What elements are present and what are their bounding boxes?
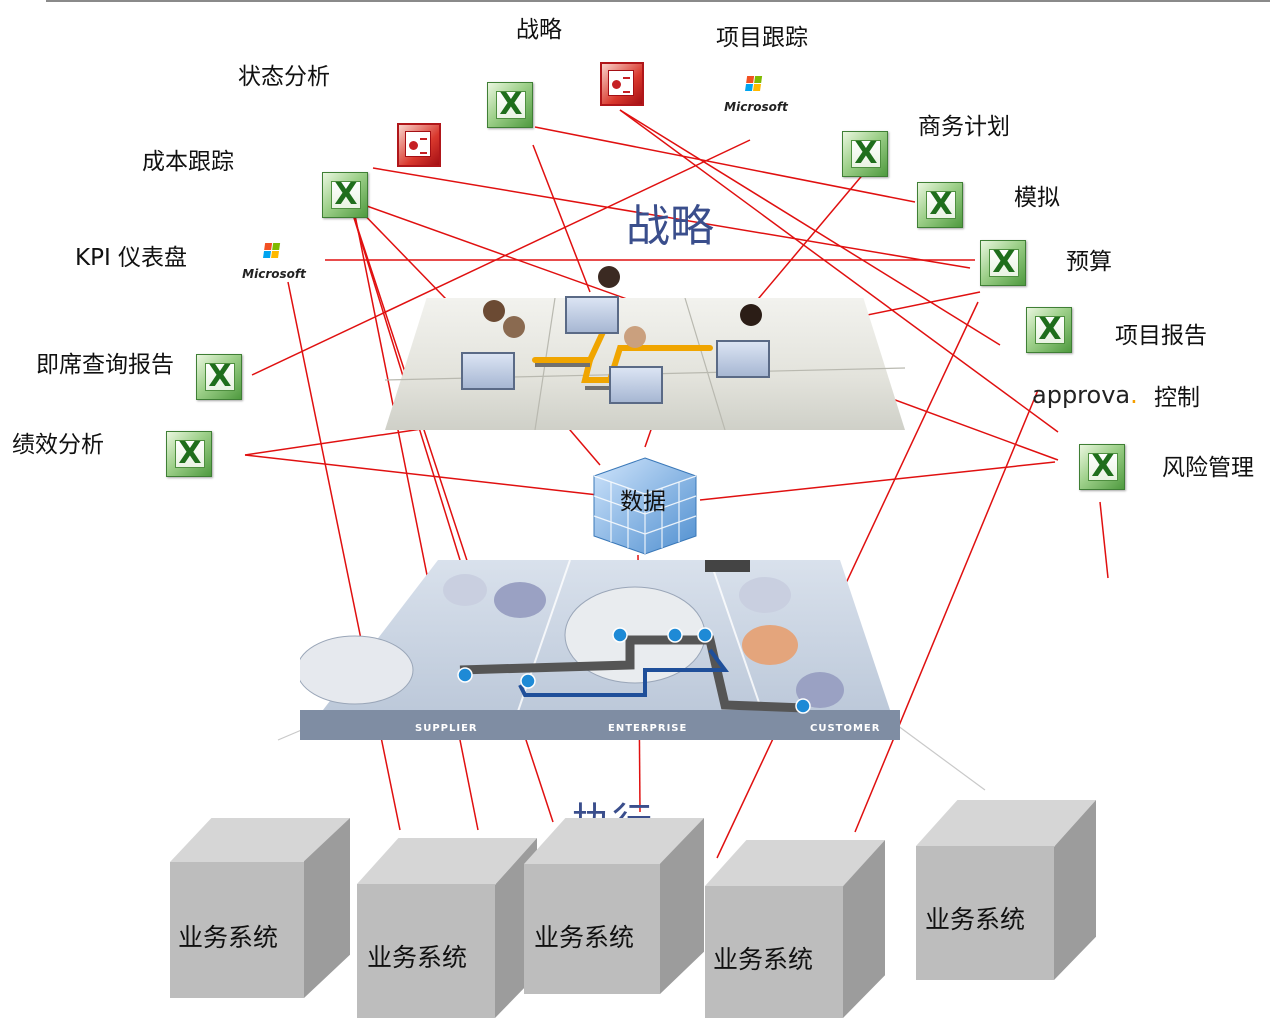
person (598, 266, 620, 288)
label-status-analysis: 状态分析 (238, 64, 330, 90)
microsoft-logo: Microsoft (234, 243, 314, 287)
platform-label-customer: CUSTOMER (810, 723, 881, 734)
business-system-label: 业务系统 (534, 923, 635, 952)
business-system-label: 业务系统 (713, 945, 814, 974)
excel-icon: X (917, 182, 963, 228)
strategy-heading: 战略 (626, 201, 714, 252)
excel-icon: X (980, 240, 1026, 286)
data-cube-icon (593, 457, 697, 555)
person (483, 300, 505, 322)
label-adhoc-report: 即席查询报告 (36, 352, 174, 378)
approva-wordmark: approva (1032, 381, 1131, 409)
excel-icon: X (166, 431, 212, 477)
approva-dot: . (1130, 381, 1138, 409)
excel-icon: X (842, 131, 888, 177)
platform-graphics (300, 560, 900, 740)
microsoft-logo: Microsoft (716, 76, 796, 120)
monitor (565, 296, 619, 334)
excel-icon: X (487, 82, 533, 128)
label-performance-analysis: 绩效分析 (12, 432, 104, 458)
monitor (461, 352, 515, 390)
label-project-report: 项目报告 (1115, 323, 1207, 349)
approva-logo: approva. (1032, 381, 1138, 409)
label-budget: 预算 (1066, 249, 1112, 275)
data-label: 数据 (620, 489, 666, 515)
business-system-label: 业务系统 (367, 943, 468, 972)
label-business-plan: 商务计划 (918, 114, 1010, 140)
label-project-tracking: 项目跟踪 (716, 25, 808, 51)
microsoft-wordmark: Microsoft (242, 267, 306, 281)
label-simulation: 模拟 (1014, 185, 1060, 211)
platform-label-enterprise: ENTERPRISE (608, 723, 688, 734)
platform-label-supplier: SUPPLIER (415, 723, 478, 734)
person (740, 304, 762, 326)
business-system-label: 业务系统 (178, 923, 279, 952)
monitor (609, 366, 663, 404)
powerpoint-icon (397, 123, 441, 167)
person (503, 316, 525, 338)
powerpoint-icon (600, 62, 644, 106)
business-system-label: 业务系统 (925, 905, 1026, 934)
excel-icon: X (1079, 444, 1125, 490)
excel-icon: X (196, 354, 242, 400)
label-risk-management: 风险管理 (1162, 455, 1254, 481)
top-rule (46, 0, 1270, 2)
label-kpi-dashboard: KPI 仪表盘 (75, 245, 188, 271)
excel-icon: X (1026, 307, 1072, 353)
label-strategy-top: 战略 (516, 17, 562, 43)
microsoft-wordmark: Microsoft (724, 100, 788, 114)
label-cost-tracking: 成本跟踪 (142, 149, 234, 175)
excel-icon: X (322, 172, 368, 218)
label-control: 控制 (1154, 385, 1200, 411)
monitor (716, 340, 770, 378)
person (624, 326, 646, 348)
